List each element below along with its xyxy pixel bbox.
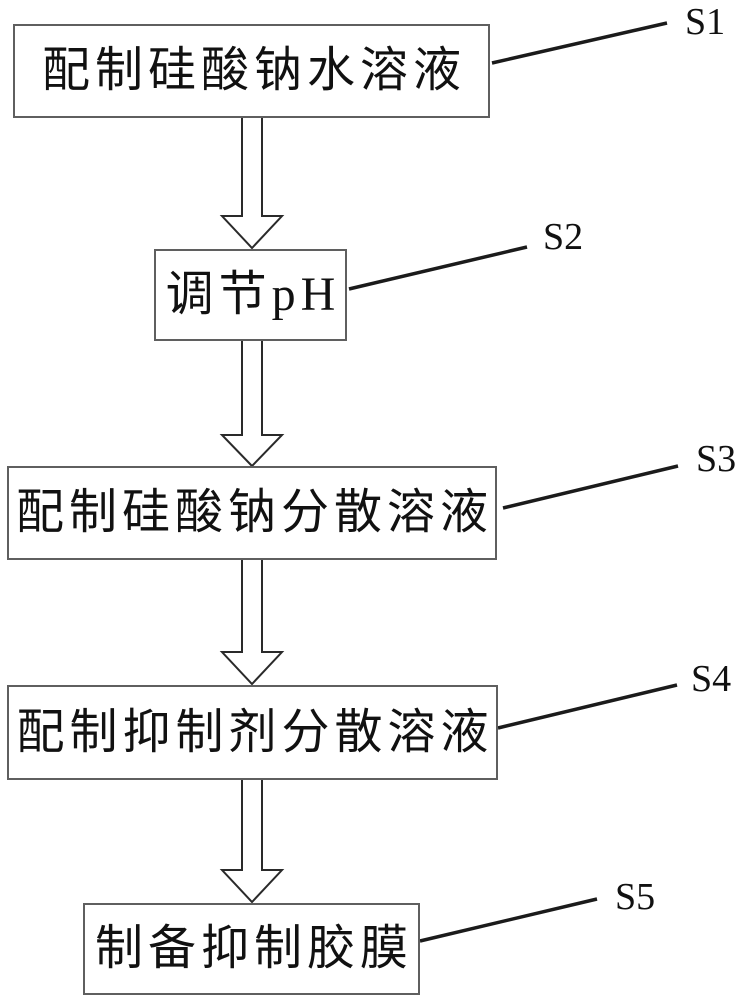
step-box-s1: 配制硅酸钠水溶液	[13, 24, 490, 118]
flow-arrow-3	[219, 560, 285, 686]
step-box-s4: 配制抑制剂分散溶液	[7, 685, 498, 780]
leader-line-s5	[419, 897, 598, 943]
leader-line-s2	[348, 245, 528, 291]
step-label-s1: 配制硅酸钠水溶液	[41, 44, 466, 97]
flow-arrow-4	[219, 780, 285, 904]
step-box-s5: 制备抑制胶膜	[83, 903, 420, 995]
step-tag-s4: S4	[691, 658, 732, 700]
step-label-s5: 制备抑制胶膜	[94, 922, 413, 975]
step-label-s3: 配制硅酸钠分散溶液	[15, 486, 493, 539]
flow-arrow-2	[219, 341, 285, 468]
step-label-s4: 配制抑制剂分散溶液	[16, 705, 494, 759]
step-tag-s2: S2	[543, 216, 584, 258]
leader-line-s3	[502, 464, 679, 510]
leader-line-s1	[491, 21, 668, 65]
flow-arrow-1	[219, 118, 285, 250]
step-tag-s5: S5	[615, 876, 656, 918]
step-box-s2: 调节pH	[154, 249, 347, 341]
step-tag-s3: S3	[696, 438, 737, 480]
leader-line-s4	[497, 683, 678, 730]
step-box-s3: 配制硅酸钠分散溶液	[7, 466, 497, 560]
step-label-s2: 调节pH	[165, 268, 341, 321]
step-tag-s1: S1	[685, 1, 726, 43]
